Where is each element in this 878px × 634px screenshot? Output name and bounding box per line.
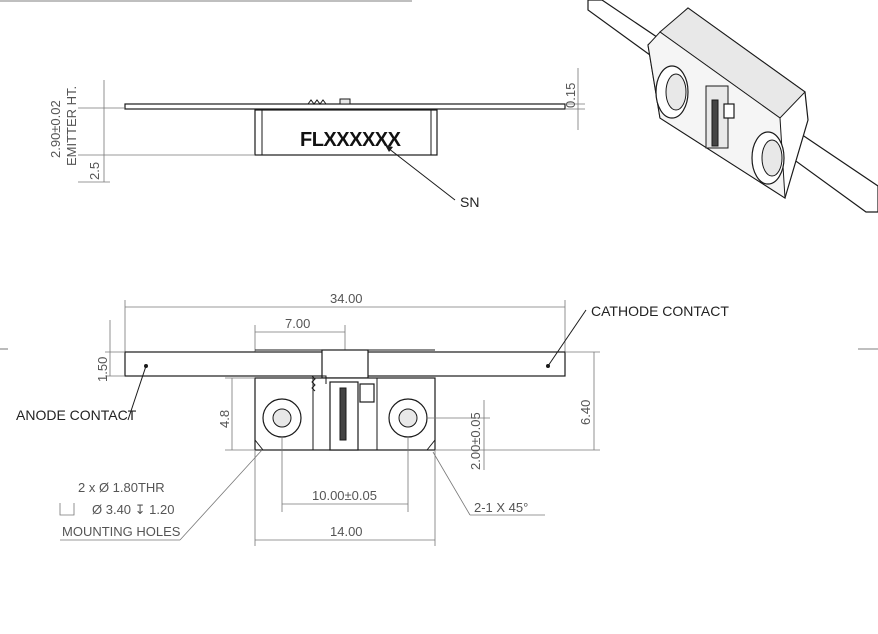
front-spring-link: [316, 375, 327, 384]
anode-leader: [127, 365, 147, 421]
contact-center-block: [321, 349, 369, 379]
mount-hole-right-inner: [398, 408, 418, 428]
top-contact-strip: [124, 103, 566, 110]
dim-contact-height: 1.50: [95, 357, 110, 382]
iso-emitter-tab: [723, 103, 735, 119]
iso-emitter-slot: [711, 99, 719, 147]
top-emitter: [339, 98, 351, 105]
dim-emitter-height: 2.90±0.02: [48, 100, 63, 158]
dim-overall-width: 34.00: [330, 291, 363, 306]
holes-line2: Ø 3.40 ↧ 1.20: [92, 502, 174, 517]
iso-hole-right-inner: [761, 139, 783, 177]
dim-contact-thickness: 0.15: [563, 83, 578, 108]
dim-body-height-top: 2.5: [87, 162, 102, 180]
cathode-dot: [546, 364, 550, 368]
holes-line3: MOUNTING HOLES: [62, 524, 181, 539]
anode-label: ANODE CONTACT: [16, 407, 137, 423]
top-spring: [307, 99, 327, 105]
dim-body-height: 4.8: [217, 410, 232, 428]
holes-leader: [179, 449, 263, 541]
dim-emitter-caption: EMITTER HT.: [64, 86, 79, 166]
holes-line1: 2 x Ø 1.80THR: [78, 480, 165, 495]
counterbore-symbol: [59, 503, 75, 516]
emitter-tab: [359, 383, 375, 403]
sn-label: SN: [460, 194, 479, 210]
sn-arrowhead: [385, 145, 393, 152]
front-view: 34.00 7.00 1.50: [16, 291, 729, 546]
serial-marking: FLXXXXXX: [300, 129, 402, 151]
front-spring-left: [311, 375, 316, 392]
iso-hole-left-inner: [665, 73, 687, 111]
mount-hole-left-inner: [272, 408, 292, 428]
top-view: FLXXXXXX SN 2.90±0.02 EMITTER HT. 2.5 0.…: [48, 68, 585, 210]
dim-hole-spacing: 10.00±0.05: [312, 488, 377, 503]
sn-leader: [387, 147, 456, 201]
chamfer-leader: [432, 451, 471, 516]
dim-overall-height: 6.40: [578, 400, 593, 425]
dim-center-offset: 7.00: [285, 316, 310, 331]
emitter-slot: [339, 387, 347, 441]
chamfer-right: [426, 439, 436, 451]
chamfer-label: 2-1 X 45°: [474, 500, 528, 515]
anode-dot: [144, 364, 148, 368]
dim-body-width: 14.00: [330, 524, 363, 539]
top-body: [254, 109, 438, 156]
chamfer-left: [254, 439, 264, 451]
cathode-label: CATHODE CONTACT: [591, 303, 729, 319]
cathode-leader: [547, 309, 587, 367]
dim-hole-height: 2.00±0.05: [468, 412, 483, 470]
iso-view: [587, 0, 878, 213]
